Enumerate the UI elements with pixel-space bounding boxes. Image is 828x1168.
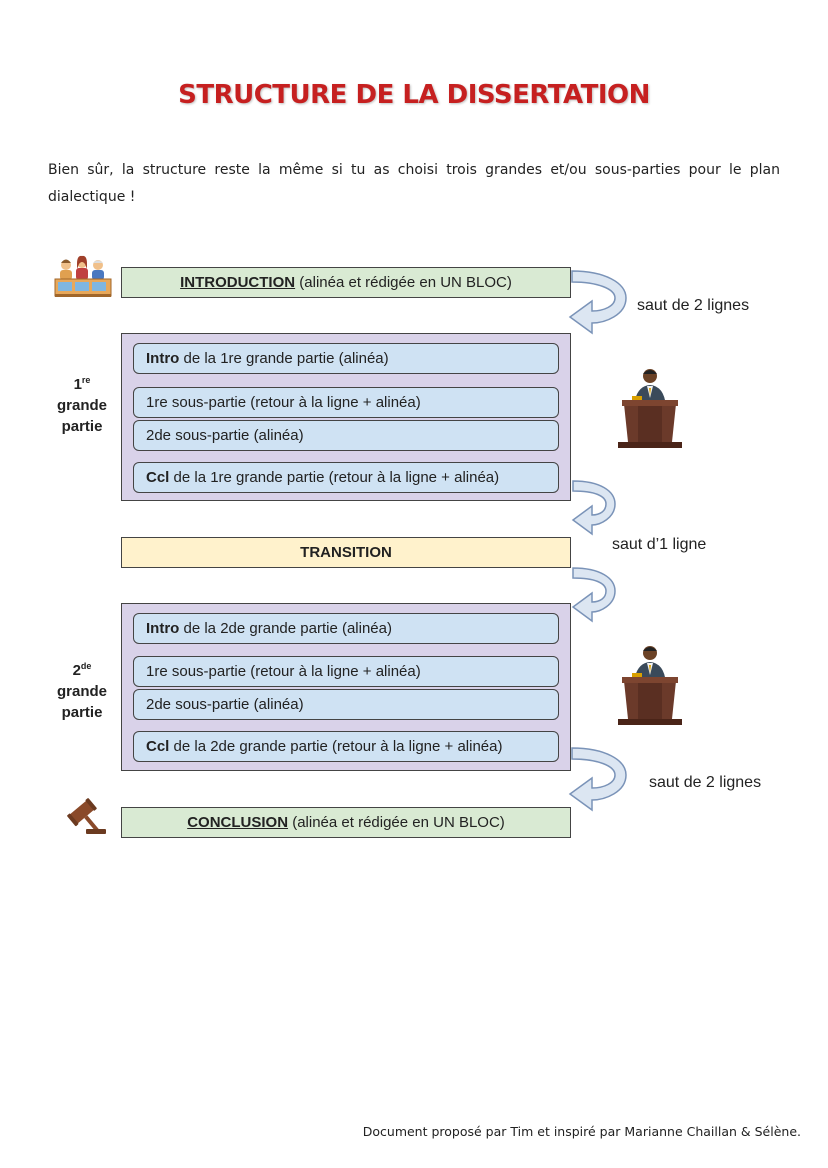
jury-icon [54, 255, 112, 297]
part2-subpart1-box: 1re sous-partie (retour à la ligne + ali… [133, 656, 559, 687]
part1-label: 1re grande partie [56, 375, 107, 435]
speaker-podium-icon [618, 369, 682, 448]
curved-arrow-icon [568, 270, 627, 335]
curved-arrow-icon [568, 747, 627, 812]
curved-arrow-icon [571, 567, 616, 623]
intro-paragraph: Bien sûr, la structure reste la même si … [48, 162, 780, 205]
speaker-podium-icon [618, 646, 682, 725]
gavel-icon [67, 798, 106, 834]
part1-conclusion-box: Ccl de la 1re grande partie (retour à la… [133, 462, 559, 493]
part2-subpart2-box: 2de sous-partie (alinéa) [133, 689, 559, 720]
part2-conclusion-box: Ccl de la 2de grande partie (retour à la… [133, 731, 559, 762]
transition-box: TRANSITION [121, 537, 571, 568]
footer-credit: Document proposé par Tim et inspiré par … [362, 1124, 801, 1139]
part1-intro-box: Intro de la 1re grande partie (alinéa) [133, 343, 559, 374]
gap-label-after-intro: saut de 2 lignes [637, 297, 750, 314]
gap-label-after-part1: saut d’1 ligne [612, 536, 707, 553]
introduction-box: INTRODUCTION (alinéa et rédigée en UN BL… [121, 267, 571, 298]
part2-label: 2de grande partie [56, 661, 107, 721]
conclusion-box: CONCLUSION (alinéa et rédigée en UN BLOC… [121, 807, 571, 838]
conclusion-description: (alinéa et rédigée en UN BLOC) [288, 814, 505, 831]
conclusion-keyword: CONCLUSION [187, 814, 289, 831]
part1-subpart1-box: 1re sous-partie (retour à la ligne + ali… [133, 387, 559, 418]
part1-subpart2-box: 2de sous-partie (alinéa) [133, 420, 559, 451]
introduction-description: (alinéa et rédigée en UN BLOC) [295, 274, 512, 291]
introduction-keyword: INTRODUCTION [180, 274, 296, 291]
part2-intro-box: Intro de la 2de grande partie (alinéa) [133, 613, 559, 644]
page-title: STRUCTURE DE LA DISSERTATION [178, 80, 650, 110]
curved-arrow-icon [571, 480, 616, 536]
gap-label-after-part2: saut de 2 lignes [649, 774, 762, 791]
